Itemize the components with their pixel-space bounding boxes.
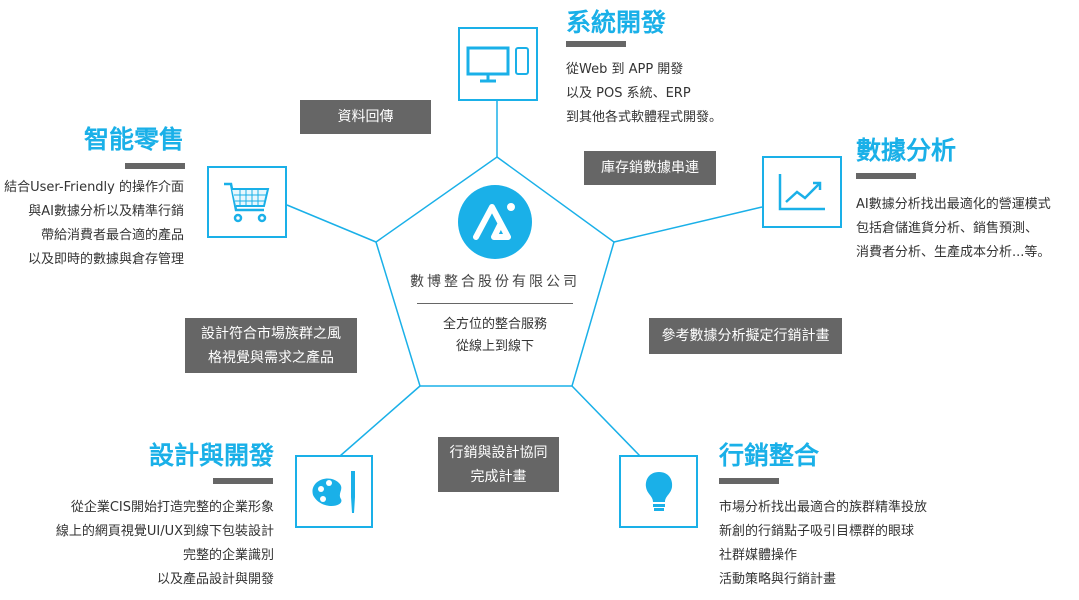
center-line-2: 從線上到線下 (455, 339, 534, 354)
lightbulb-icon (619, 455, 698, 528)
data-bar (856, 173, 916, 179)
design-title: 設計與開發 (149, 441, 275, 470)
monitor-phone-icon (458, 27, 538, 101)
marketing-title: 行銷整合 (719, 441, 820, 470)
retail-desc: 結合User-Friendly 的操作介面與AI數據分析以及精準行銷帶給消費者最… (4, 180, 184, 267)
line-chart-icon (762, 156, 842, 228)
divider (417, 303, 573, 304)
center-line-1: 全方位的整合服務 (442, 317, 547, 332)
data-title: 數據分析 (856, 136, 957, 165)
tag-collaboration: 行銷與設計協同完成計畫 (438, 437, 559, 492)
tag-design-product: 設計符合市場族群之風格視覺與需求之產品 (185, 318, 357, 373)
marketing-bar (719, 478, 779, 484)
retail-bar (125, 163, 185, 169)
tag-inventory-sync: 庫存銷數據串連 (584, 151, 716, 185)
tag-data-return: 資料回傳 (300, 100, 431, 134)
company-name: 數博整合股份有限公司 (410, 274, 580, 290)
center-pentagon (375, 156, 615, 387)
retail-title: 智能零售 (84, 125, 185, 154)
marketing-desc: 市場分析找出最適合的族群精準投放新創的行銷點子吸引目標群的眼球社群媒體操作活動策… (719, 500, 928, 587)
design-bar (213, 478, 273, 484)
tag-marketing-plan: 參考數據分析擬定行銷計畫 (649, 318, 842, 354)
system-title: 系統開發 (566, 8, 667, 37)
company-logo-icon (458, 185, 532, 259)
palette-icon (295, 455, 373, 528)
data-desc: AI數據分析找出最適化的營運模式包括倉儲進貨分析、銷售預測、消費者分析、生產成本… (856, 197, 1051, 260)
system-bar (566, 41, 626, 47)
shopping-cart-icon (207, 166, 287, 238)
center-block: 數博整合股份有限公司 全方位的整合服務 從線上到線下 (400, 185, 590, 358)
design-desc: 從企業CIS開始打造完整的企業形象線上的網頁視覺UI/UX到線下包裝設計完整的企… (55, 500, 274, 587)
